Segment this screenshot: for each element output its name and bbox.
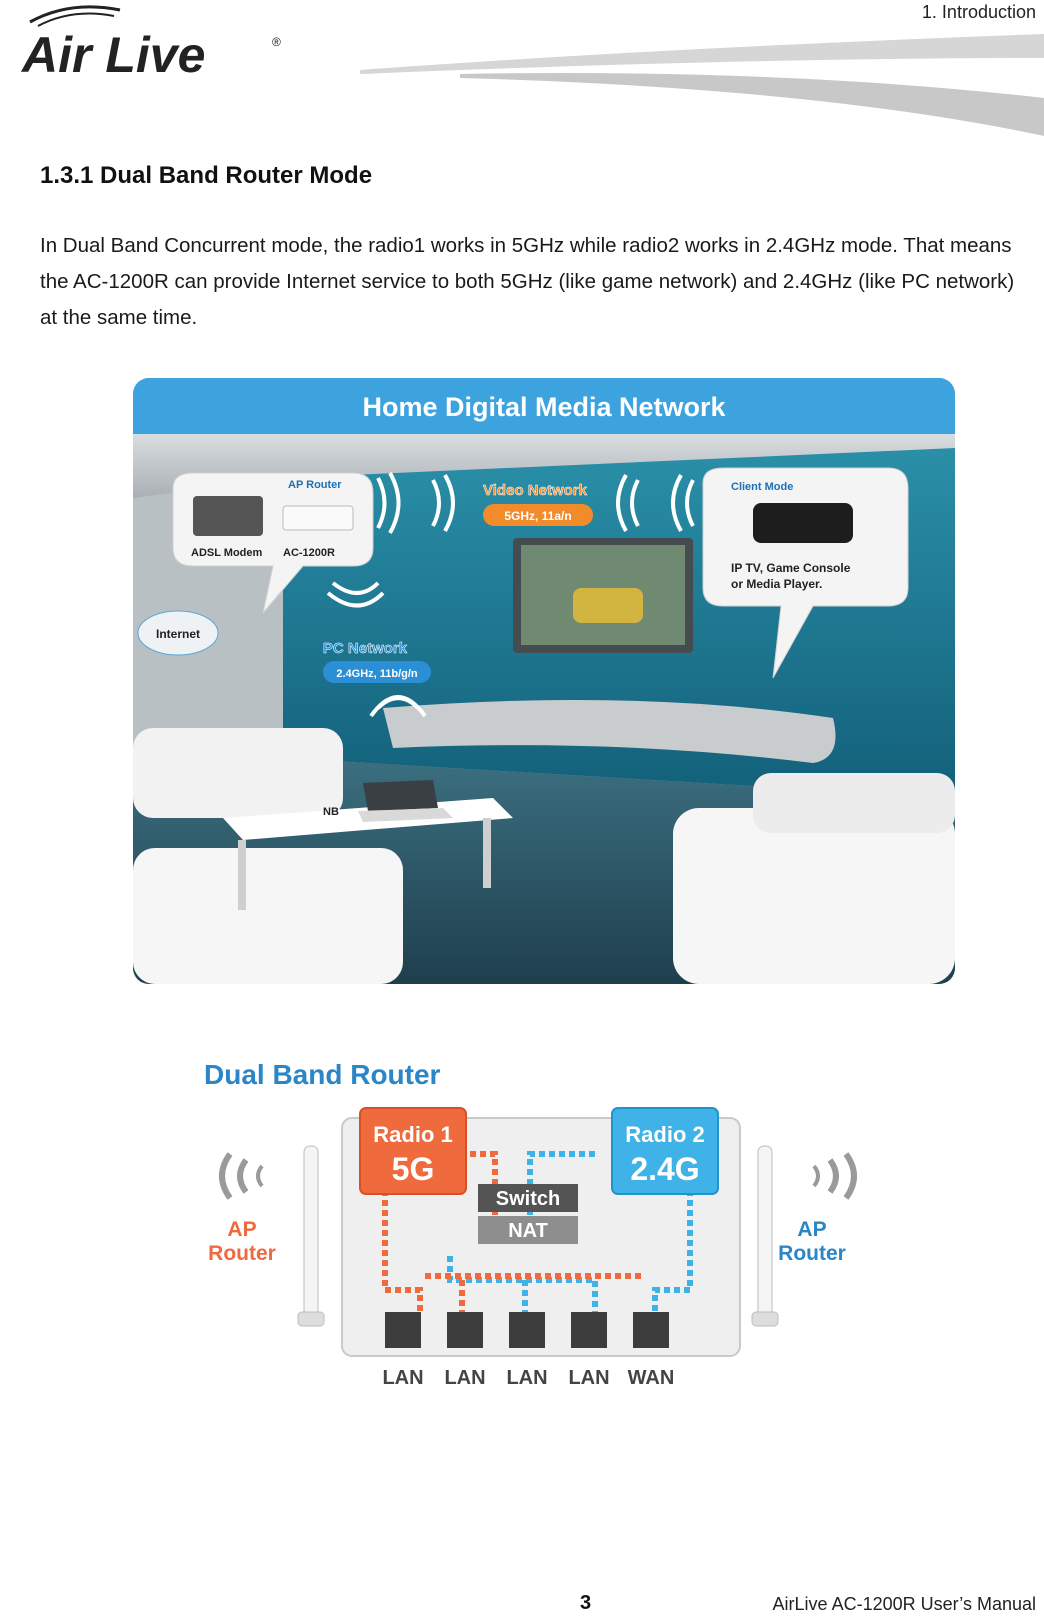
chapter-heading: 1. Introduction bbox=[921, 2, 1036, 22]
client-device-text-2: or Media Player. bbox=[731, 577, 822, 591]
radio1-label: Radio 1 bbox=[373, 1122, 452, 1147]
pc-network-spec: 2.4GHz, 11b/g/n bbox=[336, 668, 418, 680]
header-swoosh bbox=[360, 34, 1044, 136]
port-lan-1 bbox=[385, 1312, 421, 1348]
radio1-block bbox=[359, 1107, 467, 1195]
port-label-3: LAN bbox=[506, 1367, 547, 1389]
page-number: 3 bbox=[580, 1592, 592, 1614]
right-antenna bbox=[757, 1145, 773, 1322]
port-lan-3 bbox=[509, 1312, 545, 1348]
title-banner bbox=[133, 378, 955, 434]
dual-band-router-diagram: Dual Band Router AP Router AP Router Rad… bbox=[204, 1059, 857, 1389]
dual-band-router-title: Dual Band Router bbox=[204, 1059, 441, 1090]
port-lan-2 bbox=[447, 1312, 483, 1348]
connection-lines bbox=[382, 1151, 693, 1312]
ap-router-label: AP Router bbox=[288, 479, 342, 491]
home-network-title: Home Digital Media Network bbox=[362, 392, 726, 422]
airlive-logo: Air Live ® bbox=[20, 5, 281, 83]
left-ap-label: AP bbox=[227, 1218, 256, 1241]
switch-label: Switch bbox=[496, 1188, 560, 1210]
section-title: 1.3.1 Dual Band Router Mode bbox=[40, 162, 373, 189]
adsl-modem-label: ADSL Modem bbox=[191, 547, 263, 559]
home-network-illustration: Home Digital Media Network NB AP Router … bbox=[133, 378, 955, 984]
wifi-signal-icons bbox=[326, 472, 695, 718]
port-label-1: LAN bbox=[382, 1367, 423, 1389]
video-network-spec: 5GHz, 11a/n bbox=[504, 509, 571, 523]
radio2-label: Radio 2 bbox=[625, 1122, 704, 1147]
nat-label: NAT bbox=[508, 1220, 548, 1242]
right-ap-label: AP bbox=[797, 1218, 826, 1241]
port-label-4: LAN bbox=[568, 1367, 609, 1389]
logo-wordmark: Air Live bbox=[20, 27, 205, 83]
client-device-text-1: IP TV, Game Console bbox=[731, 561, 851, 575]
video-network-label: Video Network bbox=[483, 482, 588, 499]
nat-block bbox=[478, 1216, 578, 1244]
pc-network-label: PC Network bbox=[323, 640, 408, 657]
port-wan bbox=[633, 1312, 669, 1348]
radio2-band: 2.4G bbox=[630, 1151, 699, 1187]
right-wifi-icon bbox=[812, 1152, 857, 1200]
left-antenna bbox=[303, 1145, 319, 1322]
client-mode-label: Client Mode bbox=[731, 481, 793, 493]
manual-title: AirLive AC-1200R User’s Manual bbox=[772, 1594, 1036, 1614]
svg-text:®: ® bbox=[272, 35, 281, 49]
port-label-2: LAN bbox=[444, 1367, 485, 1389]
port-label-5: WAN bbox=[628, 1367, 675, 1389]
port-lan-4 bbox=[571, 1312, 607, 1348]
nb-label: NB bbox=[323, 806, 339, 818]
right-router-label: Router bbox=[778, 1242, 846, 1265]
ac1200r-label: AC-1200R bbox=[283, 547, 335, 559]
section-paragraph: In Dual Band Concurrent mode, the radio1… bbox=[40, 234, 1015, 329]
radio2-block bbox=[611, 1107, 719, 1195]
radio1-band: 5G bbox=[392, 1151, 435, 1187]
left-router-label: Router bbox=[208, 1242, 276, 1265]
internet-label: Internet bbox=[156, 627, 200, 641]
left-wifi-icon bbox=[219, 1152, 264, 1200]
switch-block bbox=[478, 1184, 578, 1212]
